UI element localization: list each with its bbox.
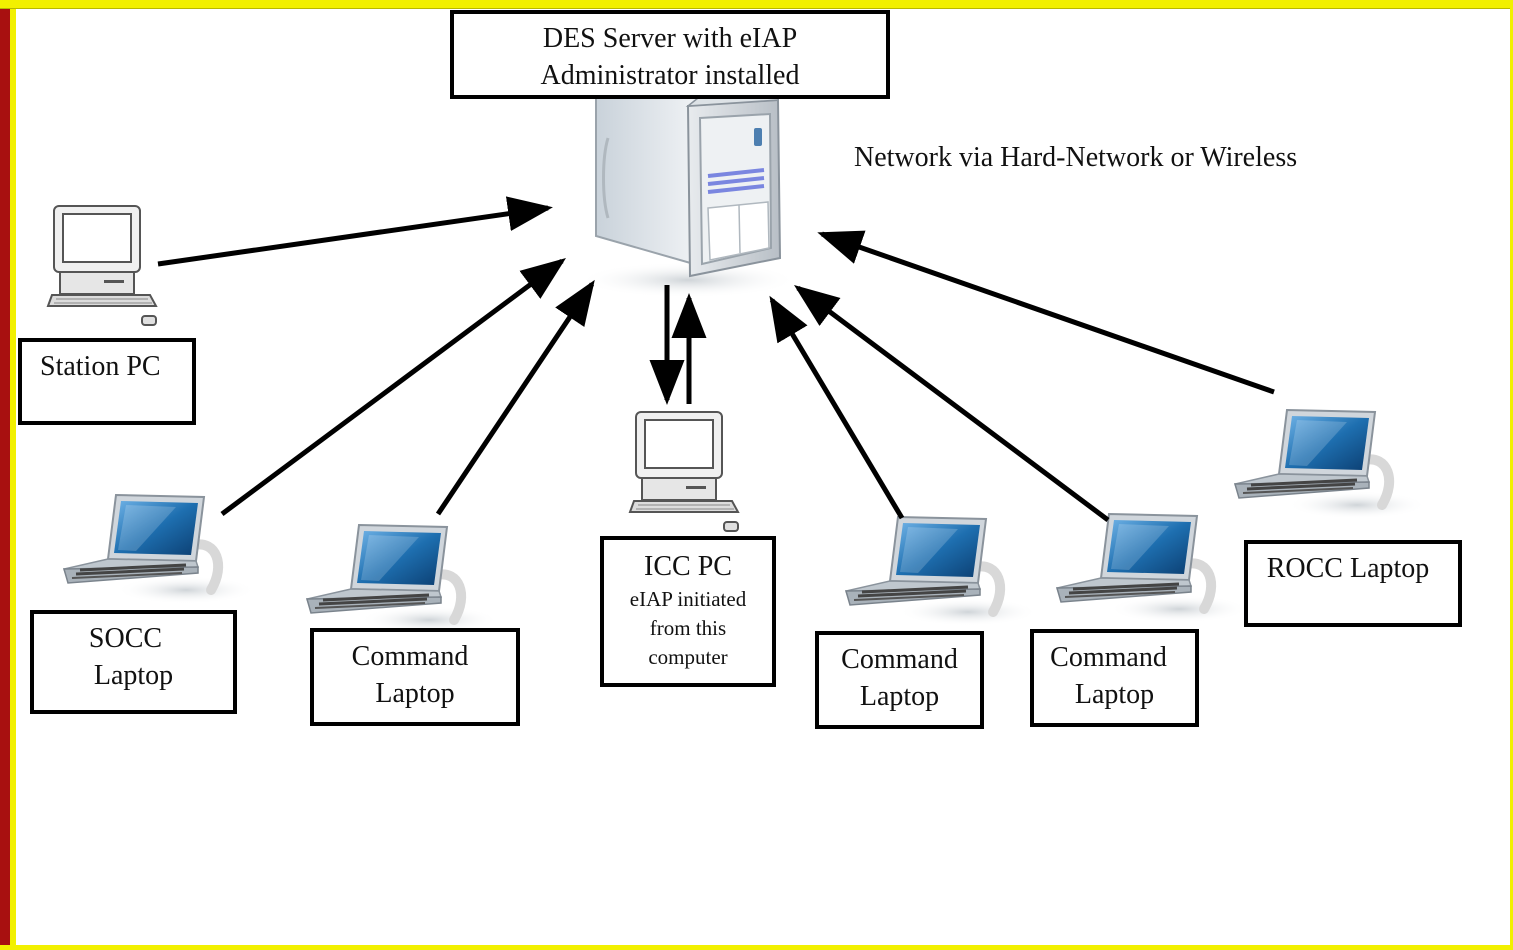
command1-label-box: Command Laptop	[310, 628, 520, 726]
icc-pc-label-box: ICC PC eIAP initiated from this computer	[600, 536, 776, 687]
socc-label-line1: SOCC	[88, 623, 163, 654]
command2-label-box: Command Laptop	[815, 631, 984, 729]
arrow-command3-to-server	[793, 285, 1110, 523]
arrow-rocc-to-server	[817, 230, 1275, 395]
command1-label-line2: Laptop	[375, 678, 455, 709]
arrow-command1-to-server	[435, 279, 595, 516]
icc-pc-line3: computer	[648, 645, 728, 669]
command3-label-box: Command Laptop	[1030, 629, 1199, 727]
rocc-label-box: ROCC Laptop	[1244, 540, 1462, 627]
server-label-line2: Administrator installed	[540, 60, 800, 91]
frame-border-bottom	[0, 945, 1513, 950]
server-label-line1: DES Server with eIAP	[542, 23, 798, 54]
socc-label-box: SOCC Laptop	[30, 610, 237, 714]
command3-label-line2: Laptop	[1074, 679, 1155, 710]
server-tower-icon	[578, 87, 798, 298]
arrow-station-to-server	[157, 196, 553, 267]
frame-border-yellow	[10, 0, 16, 950]
frame-border-right	[1510, 0, 1513, 950]
arrow-command2-to-server	[769, 295, 905, 520]
laptop-icon	[1235, 410, 1427, 519]
command2-label-line1: Command	[841, 644, 958, 675]
frame-border-top	[0, 0, 1513, 9]
rocc-label: ROCC Laptop	[1266, 553, 1430, 584]
icc-pc-line2: from this	[649, 616, 727, 640]
socc-label-line2: Laptop	[93, 660, 174, 691]
network-note: Network via Hard-Network or Wireless	[854, 142, 1298, 173]
laptop-icon	[307, 525, 499, 634]
station-pc-label: Station PC	[40, 351, 161, 382]
command2-label-line2: Laptop	[859, 681, 940, 712]
command1-label-line1: Command	[351, 641, 469, 672]
desktop-computer-icon	[47, 205, 157, 326]
icc-pc-title: ICC PC	[644, 551, 732, 582]
frame-border-red	[0, 0, 10, 950]
icc-pc-line1: eIAP initiated	[629, 587, 747, 611]
command3-label-line1: Command	[1050, 642, 1167, 673]
arrow-socc-to-server	[220, 258, 567, 517]
laptop-icon	[846, 517, 1038, 626]
laptop-icon	[1057, 514, 1249, 623]
station-pc-label-box: Station PC	[18, 338, 196, 425]
desktop-computer-icon	[629, 411, 739, 532]
server-label-box: DES Server with eIAP Administrator insta…	[450, 10, 890, 99]
